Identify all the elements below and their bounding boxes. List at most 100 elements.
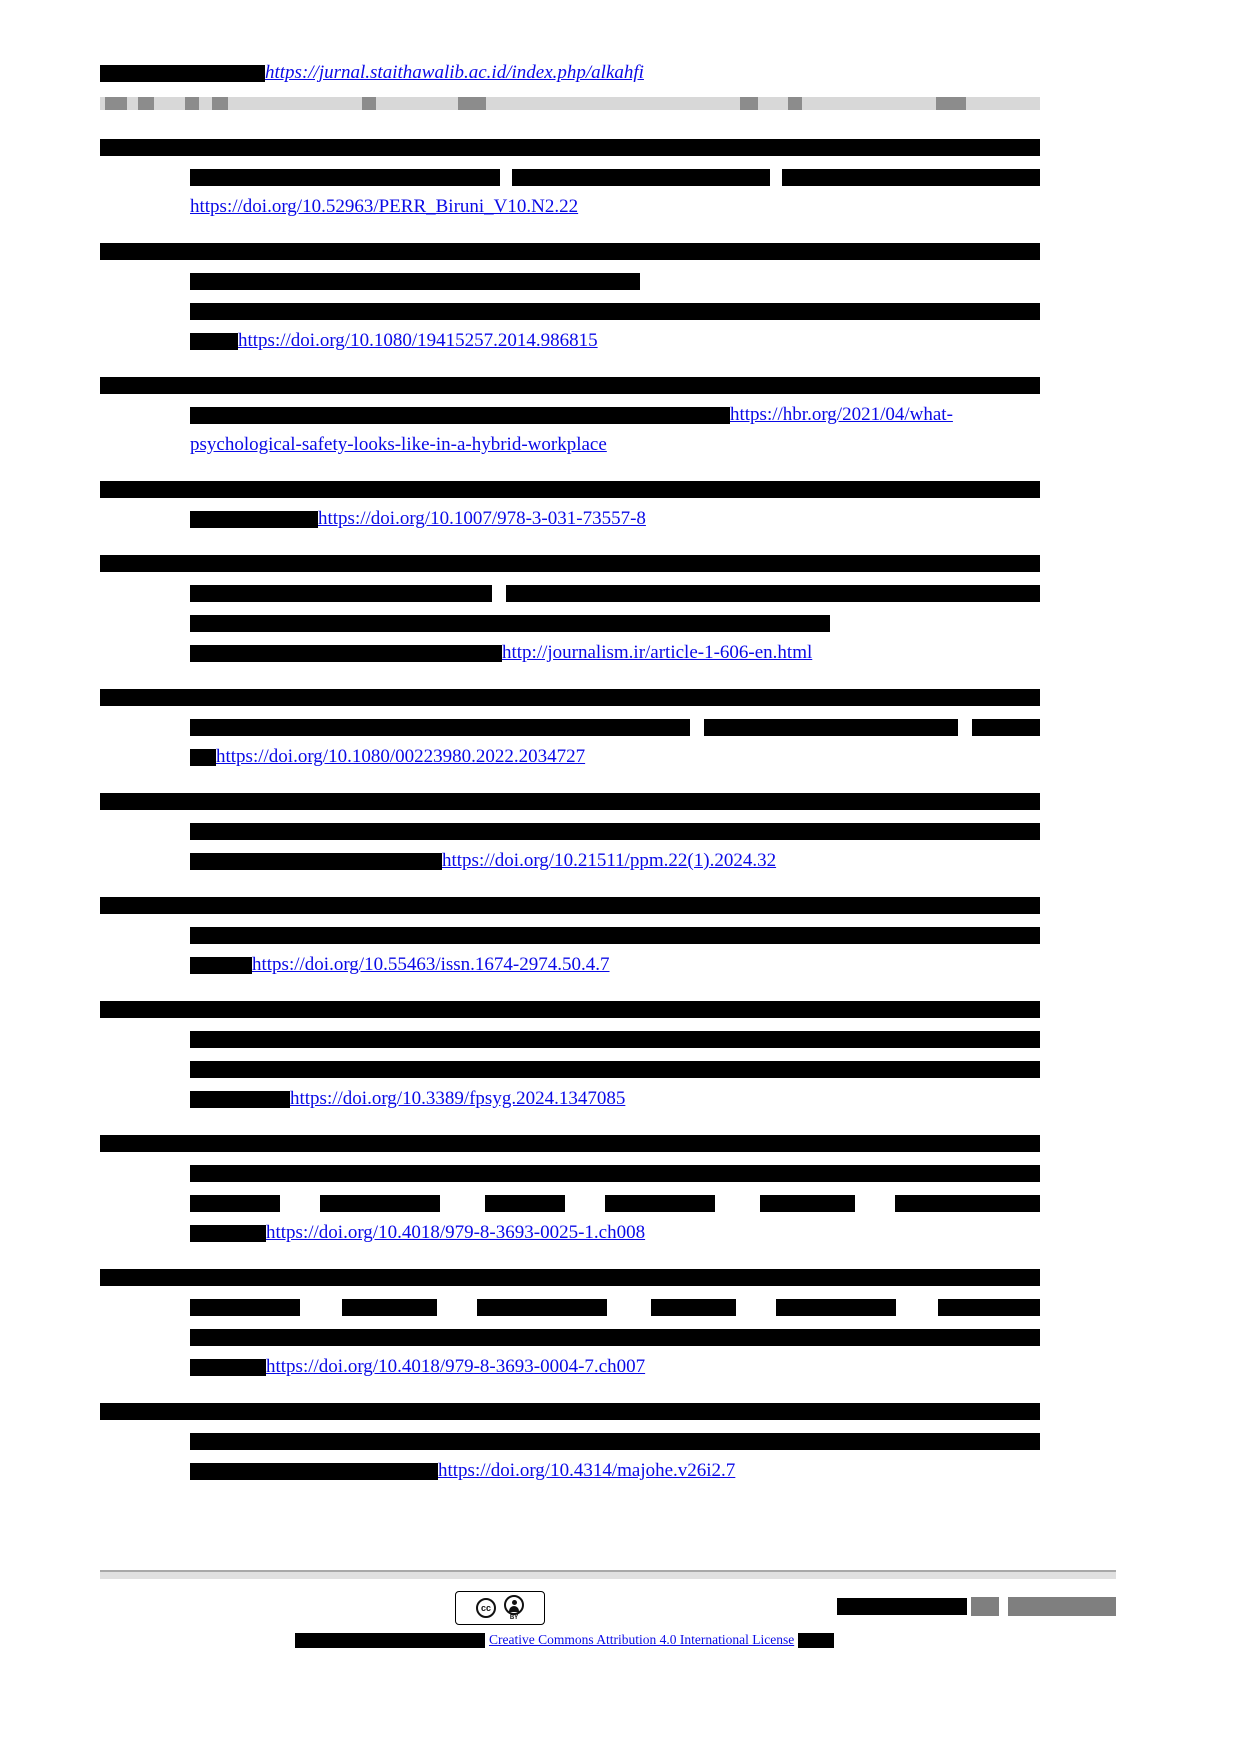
reference-line [190,1426,1040,1456]
word-gap [855,1195,895,1212]
footer-divider [100,1570,1116,1579]
word-gap [492,585,506,602]
word-gap [896,1299,938,1316]
reference-line: https://doi.org/10.55463/issn.1674-2974.… [190,950,1040,980]
redacted-text [512,168,770,186]
reference-line [190,712,1040,742]
reference-line [100,1262,1040,1292]
reference-entry-ref-2: https://doi.org/10.52963/PERR_Biruni_V10… [100,132,1040,222]
reference-line [100,548,1040,578]
reference-line: https://hbr.org/2021/04/what- [190,400,1040,430]
redacted-text [190,1298,300,1316]
reference-link[interactable]: https://doi.org/10.4018/979-8-3693-0025-… [266,1222,646,1243]
redacted-text [190,1358,266,1376]
redacted-text [100,138,1040,156]
reference-link[interactable]: psychological-safety-looks-like-in-a-hyb… [190,434,607,455]
reference-link[interactable]: http://journalism.ir/article-1-606-en.ht… [502,642,813,663]
redacted-text [782,168,1040,186]
redacted-text [100,792,1040,810]
reference-link[interactable]: https://doi.org/10.4018/979-8-3693-0004-… [266,1356,646,1377]
highlight-mark [362,96,376,110]
redacted-text [190,614,830,632]
reference-link[interactable]: https://hbr.org/2021/04/what- [730,404,953,425]
redacted-text [100,896,1040,914]
reference-entry-ref-4: https://hbr.org/2021/04/what-psychologic… [100,370,1040,460]
redacted-text [190,272,640,290]
redacted-text [100,554,1040,572]
redacted-text [342,1298,437,1316]
reference-link[interactable]: https://doi.org/10.52963/PERR_Biruni_V10… [190,196,579,217]
redacted-text [100,1268,1040,1286]
redacted-text [190,1224,266,1242]
redacted-text [704,718,958,736]
by-label: BY [509,1615,519,1621]
redacted-text [190,302,1040,320]
redacted-text [100,688,1040,706]
redacted-text [100,64,265,82]
redacted-text [506,584,1040,602]
word-gap [715,1195,760,1212]
word-gap [500,169,512,186]
word-gap [565,1195,605,1212]
redacted-text [190,718,690,736]
reference-link[interactable]: https://doi.org/10.21511/ppm.22(1).2024.… [442,850,777,871]
reference-entry-ref-3: https://doi.org/10.1080/19415257.2014.98… [100,236,1040,356]
word-gap [770,169,782,186]
reference-link[interactable]: https://jurnal.staithawalib.ac.id/index.… [265,62,644,83]
highlight-mark [105,96,127,110]
redacted-text [190,852,442,870]
reference-line: https://doi.org/10.3389/fpsyg.2024.13470… [190,1084,1040,1114]
person-head [511,1599,517,1605]
reference-link[interactable]: https://doi.org/10.4314/majohe.v26i2.7 [438,1460,736,1481]
footer-page-info [837,1597,1116,1616]
redacted-text [485,1194,565,1212]
reference-entry-ref-9: https://doi.org/10.55463/issn.1674-2974.… [100,890,1040,980]
reference-line [190,816,1040,846]
reference-entry-ref-1: https://jurnal.staithawalib.ac.id/index.… [100,58,1040,118]
word-gap [300,1299,342,1316]
redacted-text [190,1194,280,1212]
redacted-text [190,1090,290,1108]
license-link[interactable]: Creative Commons Attribution 4.0 Interna… [489,1632,795,1647]
redacted-text [190,168,500,186]
cc-by-badge[interactable]: cc BY [455,1591,545,1625]
redacted-text [190,822,1040,840]
reference-line [190,162,1040,192]
reference-line [190,296,1040,326]
redacted-footer-text [837,1598,967,1615]
reference-link[interactable]: https://doi.org/10.55463/issn.1674-2974.… [252,954,610,975]
references-list: https://jurnal.staithawalib.ac.id/index.… [100,58,1040,1486]
redacted-text [190,748,216,766]
reference-line [190,920,1040,950]
license-line: Creative Commons Attribution 4.0 Interna… [295,1632,1116,1648]
reference-line [100,786,1040,816]
redacted-license-tail [798,1632,835,1648]
reference-link[interactable]: https://doi.org/10.1080/00223980.2022.20… [216,746,586,767]
reference-line [100,370,1040,400]
reference-line [100,1128,1040,1158]
reference-line [190,578,1040,608]
reference-line [190,1158,1040,1188]
reference-line: http://journalism.ir/article-1-606-en.ht… [190,638,1040,668]
cc-icon: cc [476,1598,496,1618]
reference-entry-ref-8: https://doi.org/10.21511/ppm.22(1).2024.… [100,786,1040,876]
redacted-text [190,406,730,424]
redacted-page-number [971,1597,999,1616]
reference-link[interactable]: https://doi.org/10.1007/978-3-031-73557-… [318,508,646,529]
reference-line: https://doi.org/10.4314/majohe.v26i2.7 [190,1456,1040,1486]
reference-line [190,1188,1040,1218]
reference-line [190,1322,1040,1352]
reference-entry-ref-13: https://doi.org/10.4314/majohe.v26i2.7 [100,1396,1040,1486]
redacted-highlight-line [100,96,1040,110]
reference-line [100,890,1040,920]
word-gap [958,719,972,736]
reference-link[interactable]: https://doi.org/10.3389/fpsyg.2024.13470… [290,1088,626,1109]
highlight-mark [936,96,966,110]
reference-line [190,1054,1040,1084]
redacted-text [100,242,1040,260]
by-attribution-icon: BY [504,1595,524,1621]
highlight-mark [212,96,228,110]
reference-link[interactable]: https://doi.org/10.1080/19415257.2014.98… [238,330,598,351]
redacted-text [190,1462,438,1480]
